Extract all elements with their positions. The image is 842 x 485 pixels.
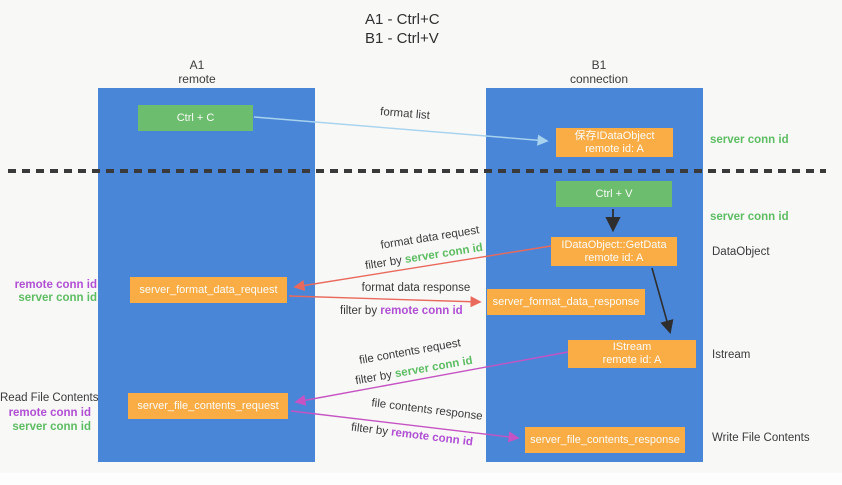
format-list-label: format list	[379, 105, 431, 123]
dataobject-label: DataObject	[712, 246, 770, 258]
server-conn-id-top-label: server conn id	[710, 134, 789, 146]
file-response-node: server_file_contents_response	[525, 427, 685, 453]
lifeline-b1-name: B1	[591, 58, 607, 72]
lifeline-b1-role: connection	[569, 72, 629, 86]
getdata-line2: remote id: A	[584, 251, 644, 264]
remote-conn-id-left-label: remote conn id	[14, 279, 97, 291]
file-conn-id-group: remote conn id server conn id	[0, 407, 91, 434]
format-response-filter-label: filter by remote conn id	[340, 305, 463, 317]
filter-by-text: filter by	[340, 305, 381, 317]
remote-conn-id-text: remote conn id	[380, 305, 463, 317]
getdata-line1: IDataObject::GetData	[561, 238, 667, 251]
format-data-response-label: format data response	[361, 282, 471, 294]
server-conn-id-left-label: server conn id	[18, 292, 97, 304]
lifeline-header-b1: B1 connection	[549, 58, 649, 86]
istream-node: IStream remote id: A	[568, 340, 696, 368]
format-conn-id-group: remote conn id server conn id	[0, 279, 97, 305]
filter-by-text: filter by	[364, 254, 406, 273]
write-file-contents-label: Write File Contents	[712, 432, 810, 444]
remote-conn-id-text: remote conn id	[390, 426, 474, 449]
bottom-strip	[0, 473, 842, 485]
lifeline-header-a1: A1 remote	[147, 58, 247, 86]
istream-side-label: Istream	[712, 349, 751, 361]
file-response-label: server_file_contents_response	[530, 433, 680, 446]
save-dataobject-node: 保存IDataObject remote id: A	[556, 128, 673, 157]
save-dataobject-line1: 保存IDataObject	[574, 129, 655, 142]
ctrl-v-node: Ctrl + V	[556, 181, 672, 207]
lifeline-a1-role: remote	[178, 72, 216, 86]
lifeline-a1-name: A1	[189, 58, 205, 72]
read-file-contents-label: Read File Contents	[0, 392, 99, 404]
diagram-title: A1 - Ctrl+C B1 - Ctrl+V	[365, 10, 440, 48]
format-data-response-arrow	[288, 295, 482, 308]
title-line-2: B1 - Ctrl+V	[365, 30, 439, 47]
server-conn-id-left-label2: server conn id	[12, 420, 91, 433]
file-request-label: server_file_contents_request	[137, 399, 279, 412]
title-line-1: A1 - Ctrl+C	[365, 11, 440, 28]
format-response-node: server_format_data_response	[487, 289, 645, 315]
format-request-node: server_format_data_request	[130, 277, 287, 303]
ctrl-c-label: Ctrl + C	[176, 111, 215, 124]
file-response-filter-label: filter by remote conn id	[350, 421, 475, 449]
istream-line2: remote id: A	[602, 354, 662, 366]
filter-by-text: filter by	[354, 368, 397, 388]
session-divider-dotted-line	[8, 169, 826, 173]
format-response-label: server_format_data_response	[492, 295, 640, 308]
format-request-label: server_format_data_request	[139, 283, 278, 296]
getdata-node: IDataObject::GetData remote id: A	[551, 237, 677, 266]
server-conn-id-mid-label: server conn id	[710, 211, 789, 223]
save-dataobject-line2: remote id: A	[585, 142, 644, 155]
ctrl-c-node: Ctrl + C	[138, 105, 253, 131]
file-contents-response-label: file contents response	[370, 397, 484, 423]
filter-by-text: filter by	[350, 421, 392, 439]
ctrl-v-label: Ctrl + V	[595, 187, 633, 200]
istream-line1: IStream	[612, 341, 652, 353]
file-request-node: server_file_contents_request	[128, 393, 288, 419]
remote-conn-id-left-label2: remote conn id	[8, 407, 91, 419]
